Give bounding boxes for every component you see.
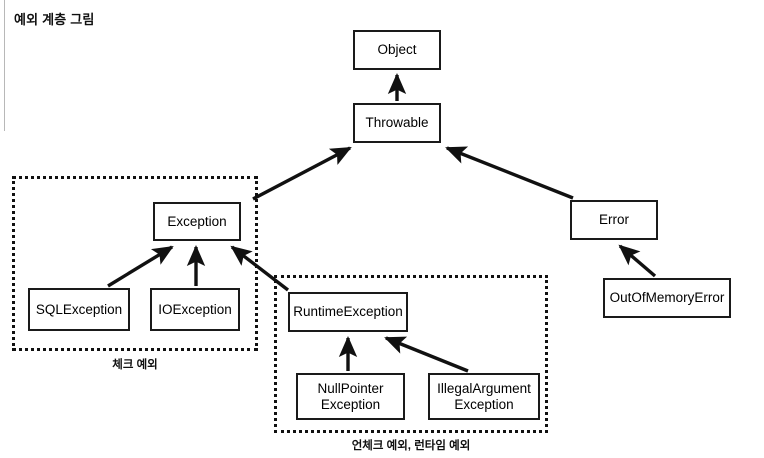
node-outofmemoryerror[interactable]: OutOfMemoryError bbox=[603, 278, 731, 318]
node-throwable[interactable]: Throwable bbox=[353, 103, 441, 143]
node-ioexception[interactable]: IOException bbox=[150, 288, 240, 331]
group-label-checked-exceptions: 체크 예외 bbox=[112, 359, 158, 371]
edge-outofmemoryerror-error bbox=[618, 244, 657, 278]
node-sqlexception[interactable]: SQLException bbox=[28, 288, 130, 331]
page-title: 예외 계층 그림 bbox=[14, 12, 95, 27]
group-label-unchecked-exceptions: 언체크 예외, 런타임 예외 bbox=[351, 440, 471, 452]
edge-error-throwable bbox=[445, 146, 574, 200]
node-exception[interactable]: Exception bbox=[153, 202, 241, 241]
node-error[interactable]: Error bbox=[570, 200, 658, 240]
left-margin-rule bbox=[4, 0, 5, 131]
node-illegalargumentexception[interactable]: IllegalArgument Exception bbox=[428, 373, 540, 420]
group-box-unchecked-exceptions bbox=[274, 275, 548, 433]
edge-exception-throwable bbox=[252, 146, 352, 201]
node-object[interactable]: Object bbox=[353, 30, 441, 70]
node-runtimeexception[interactable]: RuntimeException bbox=[288, 292, 408, 332]
node-nullpointerexception[interactable]: NullPointer Exception bbox=[296, 373, 405, 420]
